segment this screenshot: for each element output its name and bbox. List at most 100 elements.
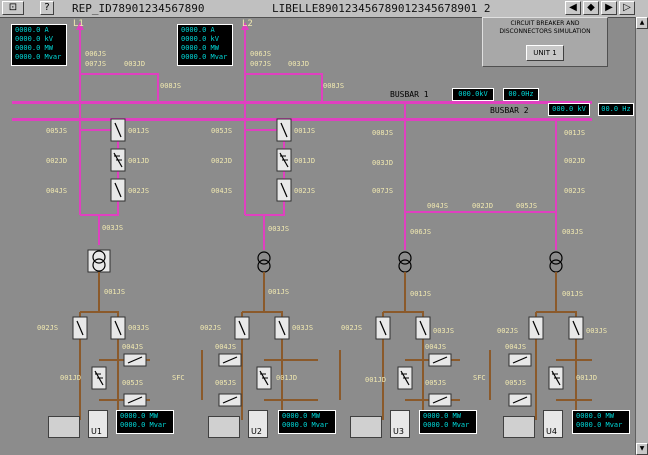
tag-001jd-u3: 001JD (365, 376, 386, 384)
unit-2-status-box[interactable] (208, 416, 240, 438)
window-menu-icon[interactable]: ⊡ (2, 1, 24, 15)
generator-1-icon[interactable]: U1 (88, 410, 108, 438)
tag-006js-3: 006JS (410, 228, 431, 236)
tag-001js-l1: 001JS (128, 127, 149, 135)
busbar-1-label: BUSBAR 1 (390, 90, 429, 99)
tag-001js-u4: 001JS (562, 290, 583, 298)
diagram-labels: L1 L2 006JS 007JS 003JD 008JS 006JS 007J… (37, 19, 607, 387)
l2-arrow-icon (241, 22, 249, 30)
generator-3-icon[interactable]: U3 (390, 410, 410, 438)
tag-001jd-u4: 001JD (576, 374, 597, 382)
tag-005js-u1: 005JS (122, 379, 143, 387)
generator-4-icon[interactable]: U4 (543, 410, 563, 438)
up-icon[interactable]: ◆ (583, 1, 599, 15)
libelle-text: LIBELLE890123456789012345678901 2 (272, 2, 491, 15)
unit-2-readout: 0000.0 MW 0000.0 Mvar (278, 410, 336, 434)
transformer-1-box[interactable] (87, 249, 111, 273)
tag-003jd-2: 003JD (288, 60, 309, 68)
tag-002jd-coupler: 002JD (472, 202, 493, 210)
unit-1-readout: 0000.0 MW 0000.0 Mvar (116, 410, 174, 434)
tag-005js-u4: 005JS (505, 379, 526, 387)
unit-3-status-box[interactable] (350, 416, 382, 438)
tag-001jd-u2: 001JD (276, 374, 297, 382)
tag-002js-l1: 002JS (128, 187, 149, 195)
tag-002js-u3: 002JS (341, 324, 362, 332)
busbar-1 (12, 101, 592, 104)
line-l1-readout: 0000.0 A 0000.0 kV 0000.0 MW 0000.0 Mvar (11, 24, 67, 66)
simulation-panel: CIRCUIT BREAKER AND DISCONNECTORS SIMULA… (482, 17, 608, 67)
tag-001js-4: 001JS (564, 129, 585, 137)
forward-icon[interactable]: ▶ (601, 1, 617, 15)
breakers-l2[interactable] (276, 118, 292, 202)
tag-005js-coupler: 005JS (516, 202, 537, 210)
tag-004js-l1: 004JS (46, 187, 67, 195)
next-icon[interactable]: ▷ (619, 1, 635, 15)
tag-005js-l1: 005JS (46, 127, 67, 135)
tag-006js-1: 006JS (85, 50, 106, 58)
tag-002js-l2: 002JS (294, 187, 315, 195)
line-l1-label: L1 (73, 19, 84, 29)
sfc-label-2: SFC (473, 374, 486, 382)
busbar-1-kv: 000.0kV (452, 88, 494, 101)
simulation-panel-title: CIRCUIT BREAKER AND DISCONNECTORS SIMULA… (499, 20, 591, 35)
scroll-up-icon[interactable]: ▲ (636, 17, 648, 29)
tag-004js-coupler: 004JS (427, 202, 448, 210)
scroll-down-icon[interactable]: ▼ (636, 443, 648, 455)
tag-002js-4: 002JS (564, 187, 585, 195)
tag-008js-2: 008JS (323, 82, 344, 90)
line-l2-label: L2 (242, 19, 253, 29)
tag-004js-u4: 004JS (505, 343, 526, 351)
tag-002js-u4: 002JS (497, 327, 518, 335)
back-icon[interactable]: ◀ (565, 1, 581, 15)
busbar-2 (12, 118, 592, 121)
tag-001js-u2: 001JS (268, 288, 289, 296)
tag-003js-l1: 003JS (102, 224, 123, 232)
generator-2-icon[interactable]: U2 (248, 410, 268, 438)
tag-004js-u2: 004JS (215, 343, 236, 351)
tag-005js-l2: 005JS (211, 127, 232, 135)
busbar-2-label: BUSBAR 2 (490, 106, 529, 115)
vertical-scrollbar[interactable]: ▲ ▼ (635, 17, 648, 455)
tag-005js-u3: 005JS (425, 379, 446, 387)
transformer-2-icon[interactable] (257, 251, 271, 273)
busbar-2-kv: 000.0 kV (548, 103, 590, 116)
unit-4-status-box[interactable] (503, 416, 535, 438)
breakers-l1[interactable] (110, 118, 126, 202)
rep-id-text: REP_ID78901234567890 (72, 2, 205, 15)
unit-3-readout: 0000.0 MW 0000.0 Mvar (419, 410, 477, 434)
tag-001js-l2: 001JS (294, 127, 315, 135)
tag-002jd-l1: 002JD (46, 157, 67, 165)
unit-4-readout: 0000.0 MW 0000.0 Mvar (572, 410, 630, 434)
help-button[interactable]: ? (40, 1, 54, 15)
tag-007js-1: 007JS (85, 60, 106, 68)
tag-004js-u1: 004JS (122, 343, 143, 351)
tag-003js-4: 003JS (562, 228, 583, 236)
unit-1-label: U1 (91, 427, 102, 436)
tag-008js-1: 008JS (160, 82, 181, 90)
busbar-2-hz: 00.0 Hz (598, 103, 634, 116)
tag-004js-l2: 004JS (211, 187, 232, 195)
tag-004js-u3: 004JS (425, 343, 446, 351)
tag-003js-u4: 003JS (586, 327, 607, 335)
transformer-3-icon[interactable] (398, 251, 412, 273)
tag-001jd-u1: 001JD (60, 374, 81, 382)
unit-button[interactable]: UNIT 1 (526, 45, 564, 61)
single-line-diagram: L1 L2 006JS 007JS 003JD 008JS 006JS 007J… (12, 19, 607, 420)
unit-2-label: U2 (251, 427, 262, 436)
tag-003jd-3: 003JD (372, 159, 393, 167)
tag-002jd-4: 002JD (564, 157, 585, 165)
tag-003js-u1: 003JS (128, 324, 149, 332)
tag-006js-2: 006JS (250, 50, 271, 58)
tag-003js-l2: 003JS (268, 225, 289, 233)
tag-007js-3: 007JS (372, 187, 393, 195)
tag-001js-u3: 001JS (410, 290, 431, 298)
tag-001jd-l2: 001JD (294, 157, 315, 165)
unit-3-label: U3 (393, 427, 404, 436)
tag-002js-u2: 002JS (200, 324, 221, 332)
tag-008js-3: 008JS (372, 129, 393, 137)
unit-1-status-box[interactable] (48, 416, 80, 438)
unit-4-label: U4 (546, 427, 557, 436)
tag-007js-2: 007JS (250, 60, 271, 68)
transformer-4-icon[interactable] (549, 251, 563, 273)
